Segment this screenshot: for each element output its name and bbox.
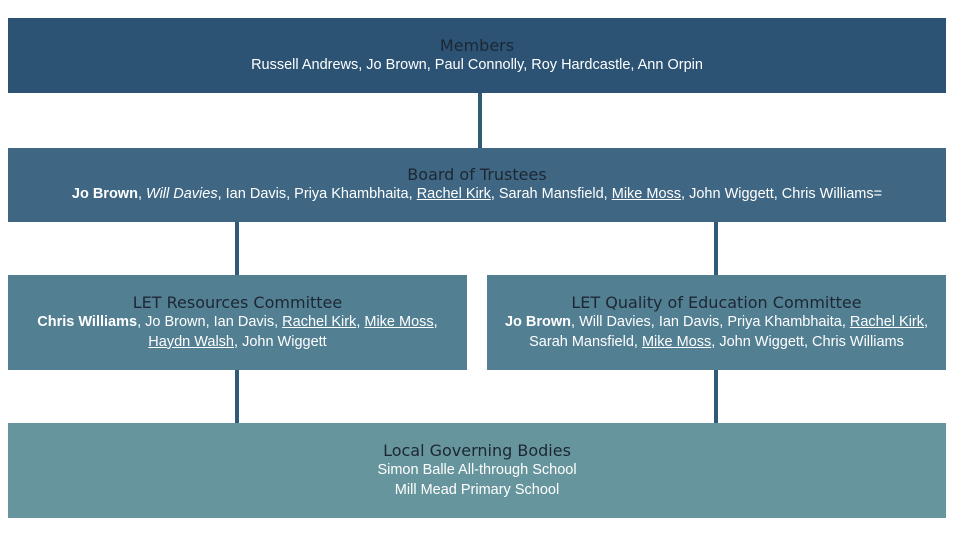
resources-person: Jo Brown <box>145 314 206 330</box>
quality-names: Jo Brown, Will Davies, Ian Davis, Priya … <box>495 313 938 352</box>
separator: , <box>681 186 690 203</box>
quality-committee-box: LET Quality of Education Committee Jo Br… <box>487 275 946 370</box>
members-names: Russell Andrews, Jo Brown, Paul Connolly… <box>251 56 703 73</box>
separator: , <box>137 314 146 330</box>
separator: , <box>841 314 850 330</box>
resources-title: LET Resources Committee <box>132 293 343 312</box>
members-box: Members Russell Andrews, Jo Brown, Paul … <box>8 18 946 93</box>
quality-person: Priya Khambhaita <box>727 314 842 330</box>
separator: , <box>286 186 295 203</box>
separator: , <box>356 314 365 330</box>
board-title: Board of Trustees <box>407 165 547 185</box>
separator: , <box>274 314 283 330</box>
lgb-school: Mill Mead Primary School <box>394 481 560 498</box>
connector-resources-lgb <box>235 370 239 423</box>
resources-person: Ian Davis <box>213 314 275 330</box>
resources-person: Mike Moss <box>364 314 434 330</box>
separator: , <box>773 186 782 203</box>
separator: , <box>490 186 499 203</box>
connector-board-quality <box>714 222 718 275</box>
quality-person: John Wiggett <box>719 333 804 350</box>
quality-person: Rachel Kirk <box>849 314 925 330</box>
separator: , <box>603 186 612 203</box>
connector-quality-lgb <box>714 370 718 423</box>
separator: , <box>217 186 226 203</box>
board-person: Mike Moss <box>611 186 682 203</box>
board-person: Rachel Kirk <box>416 186 491 203</box>
resources-names: Chris Williams, Jo Brown, Ian Davis, Rac… <box>22 313 453 352</box>
board-names: Jo Brown, Will Davies, Ian Davis, Priya … <box>72 185 882 205</box>
separator: , <box>571 314 580 330</box>
lgb-title: Local Governing Bodies <box>383 441 571 460</box>
resources-person: Haydn Walsh <box>148 333 234 350</box>
separator: , <box>650 314 659 330</box>
quality-person: Chris Williams <box>812 333 904 350</box>
board-person: Jo Brown <box>71 186 138 203</box>
local-governing-bodies-box: Local Governing Bodies Simon Balle All-t… <box>8 423 946 518</box>
separator: , <box>924 314 929 330</box>
quality-person: Mike Moss <box>641 333 712 350</box>
board-person: Ian Davis <box>225 186 287 203</box>
quality-person: Will Davies <box>579 314 651 330</box>
resources-committee-box: LET Resources Committee Chris Williams, … <box>8 275 467 370</box>
separator: , <box>205 314 214 330</box>
separator: , <box>234 333 243 350</box>
quality-title: LET Quality of Education Committee <box>571 293 862 312</box>
separator: , <box>711 333 720 350</box>
separator: , <box>633 333 642 350</box>
resources-person: Rachel Kirk <box>282 314 357 330</box>
separator: , <box>433 314 438 330</box>
separator: , <box>803 333 813 350</box>
board-person: John Wiggett <box>689 186 774 203</box>
board-person: Sarah Mansfield <box>498 186 604 203</box>
members-title: Members <box>439 35 515 55</box>
lgb-school: Simon Balle All-through School <box>377 462 577 478</box>
board-person: Chris Williams= <box>781 186 883 203</box>
board-box: Board of Trustees Jo Brown, Will Davies,… <box>8 148 946 222</box>
quality-person: Jo Brown <box>504 314 572 330</box>
quality-person: Ian Davis <box>658 314 720 330</box>
quality-person: Sarah Mansfield <box>529 333 634 350</box>
separator: , <box>137 186 147 203</box>
separator: , <box>408 186 417 203</box>
separator: , <box>719 314 728 330</box>
resources-person: John Wiggett <box>242 333 327 350</box>
connector-board-resources <box>235 222 239 275</box>
connector-members-board <box>478 93 482 148</box>
board-person: Will Davies <box>146 186 218 203</box>
board-person: Priya Khambhaita <box>294 186 409 203</box>
resources-person: Chris Williams <box>37 314 138 330</box>
